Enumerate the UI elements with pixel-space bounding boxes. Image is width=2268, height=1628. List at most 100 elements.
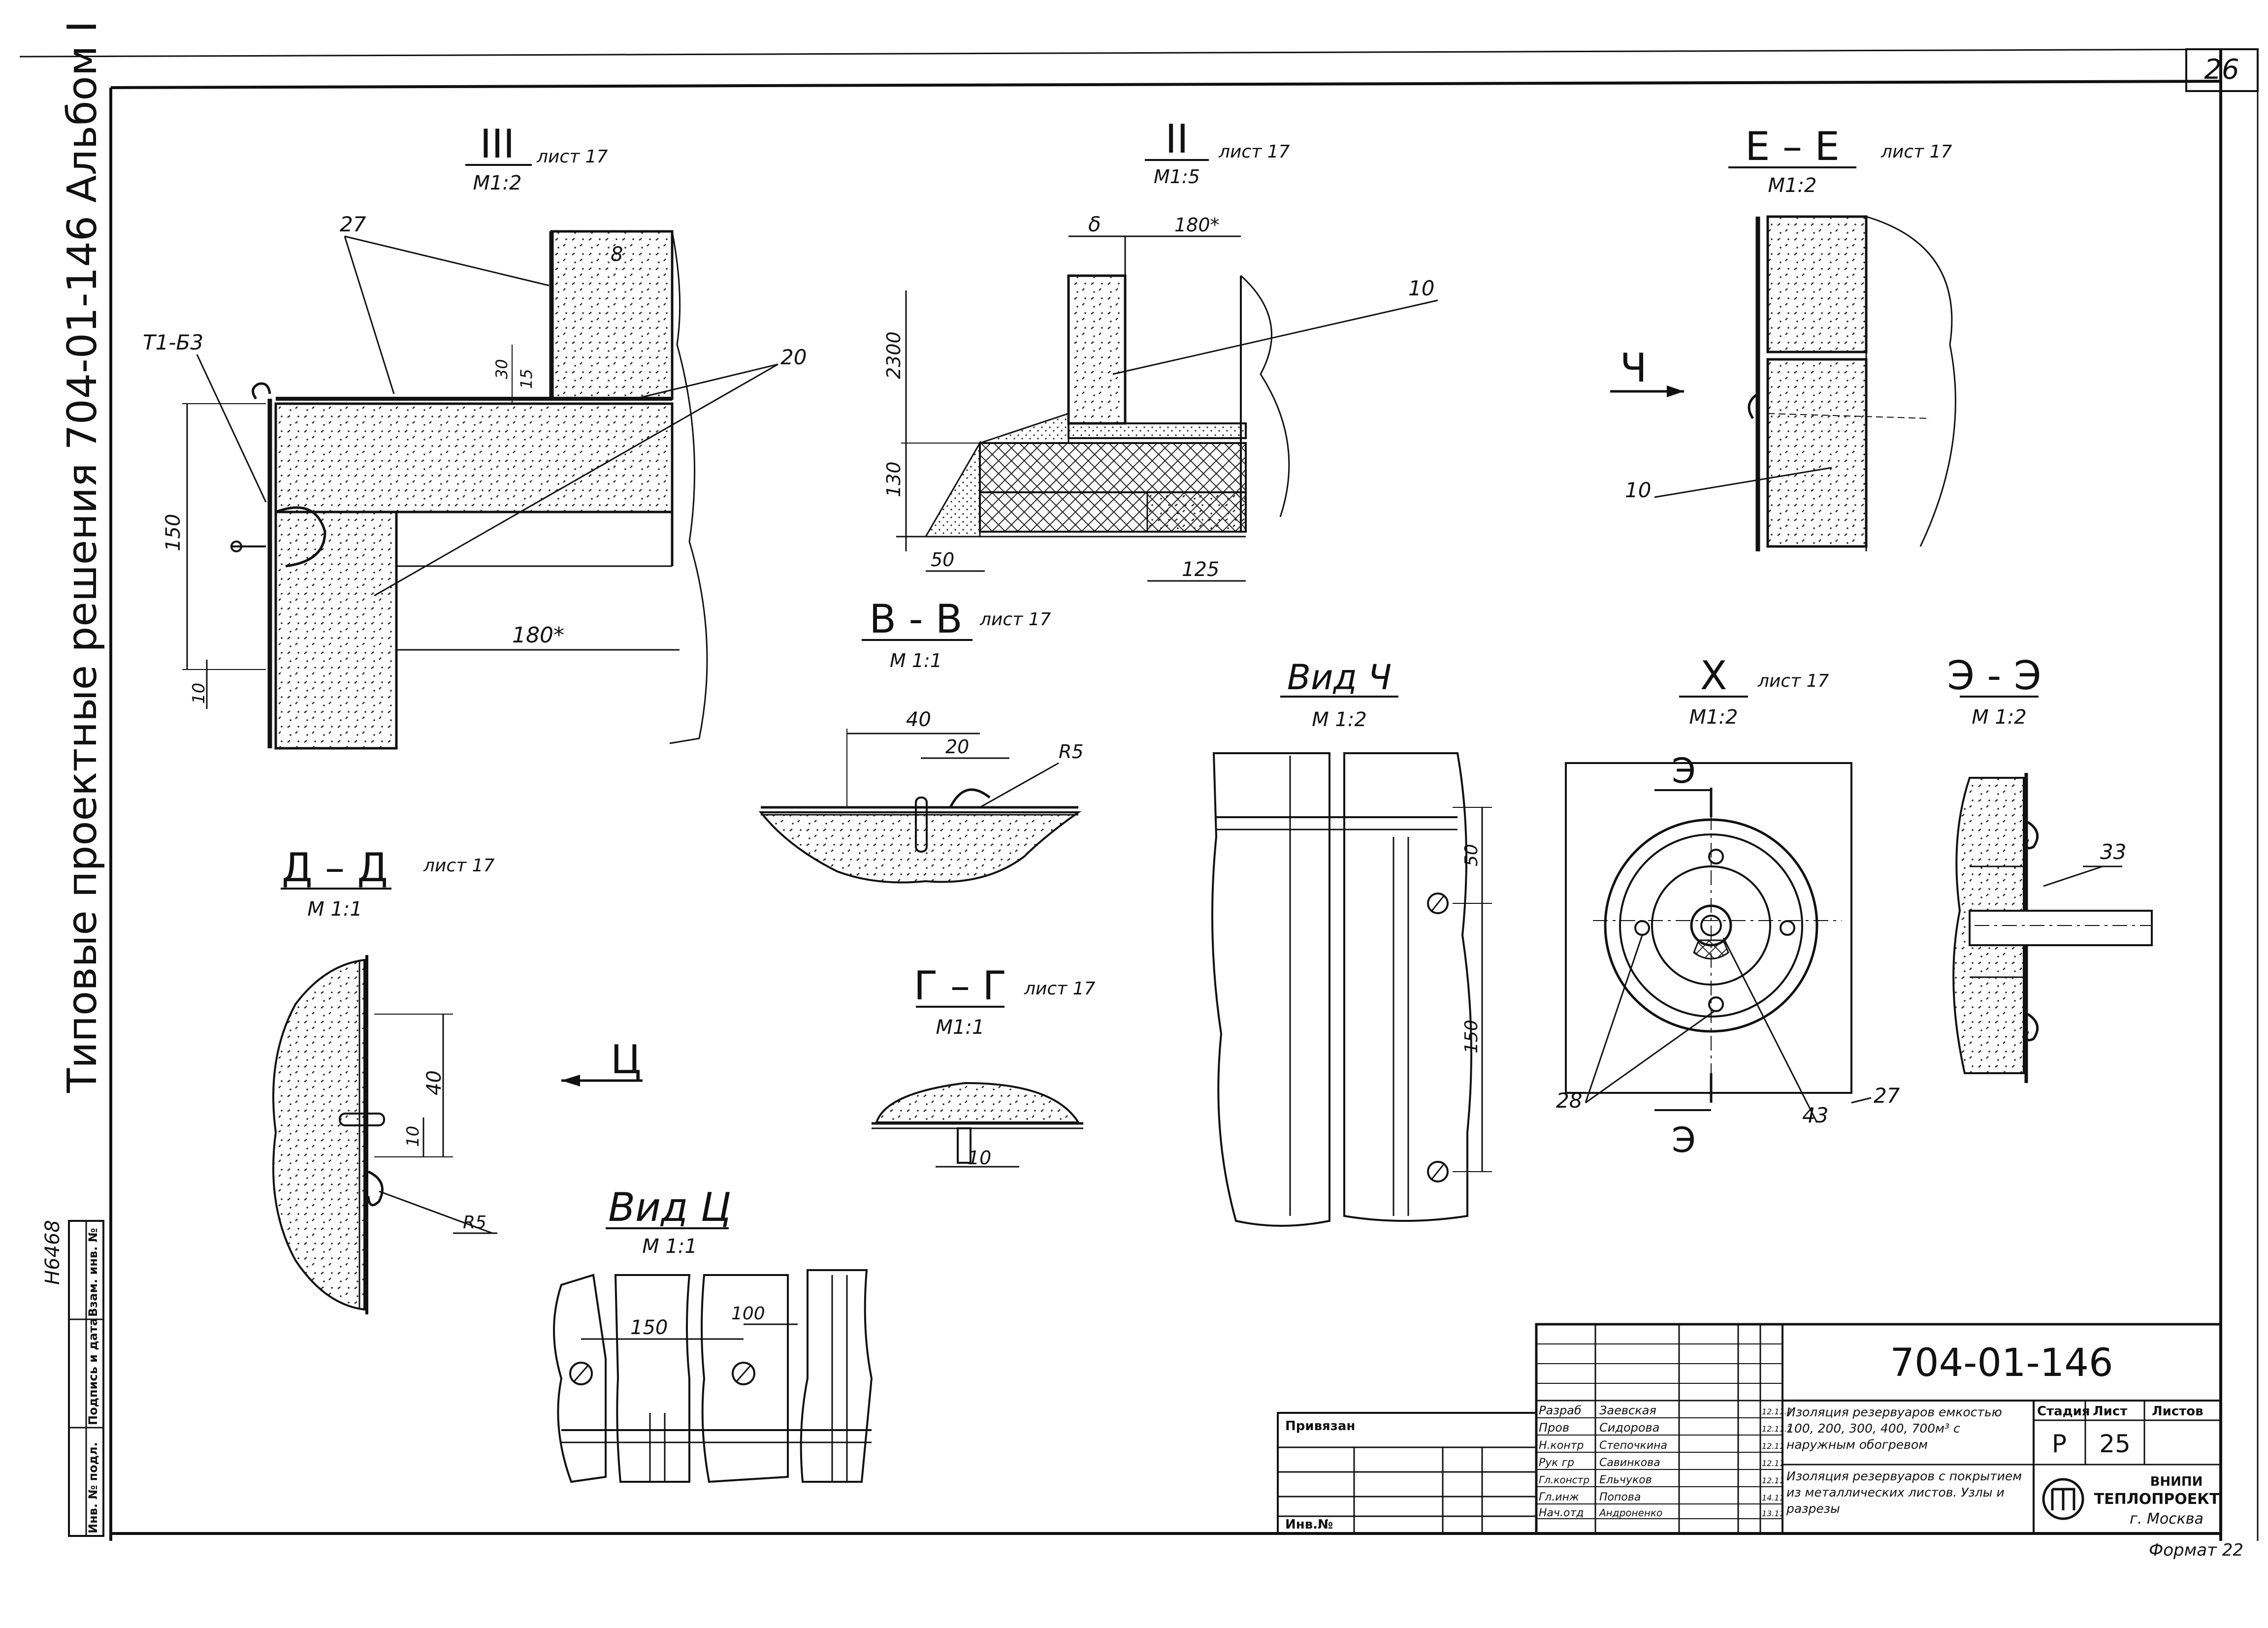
view-dd-scale: М 1:1 xyxy=(307,898,362,921)
view-ii-dim-delta: δ xyxy=(1088,212,1101,236)
view-iii-callout-t1: Т1-Б3 xyxy=(143,330,203,354)
view-ee-arrow-ch: Ч xyxy=(1620,345,1647,391)
tb-name-0: Заевская xyxy=(1599,1404,1656,1417)
view-x: X М1:2 лист 17 Э Э 28 43 27 xyxy=(1556,653,1900,1160)
view-eheh: Э - Э М 1:2 33 xyxy=(1947,653,2153,1083)
view-gg-scale: М1:1 xyxy=(936,1016,985,1039)
side-col-sign: Подпись и дата xyxy=(86,1318,100,1425)
view-iii-scale: М1:2 xyxy=(473,172,522,194)
view-vv-scale: М 1:1 xyxy=(890,650,942,671)
view-ii-dim-125: 125 xyxy=(1182,558,1219,581)
inventory-stamp: Н6468 xyxy=(41,1220,64,1285)
view-vid-ch-dim-150: 150 xyxy=(1461,1020,1482,1053)
tb-role-2: Н.контр xyxy=(1539,1439,1584,1452)
tb-date-4: 12.11 xyxy=(1762,1476,1784,1485)
tb-org-line2: ТЕПЛОПРОЕКТ xyxy=(2094,1491,2220,1508)
view-dd-ref: лист 17 xyxy=(423,856,495,876)
view-x-callout-43: 43 xyxy=(1802,1103,1828,1127)
tb-date-6: 13.11 xyxy=(1762,1509,1784,1518)
tb-stage-label: Стадия xyxy=(2037,1404,2090,1419)
view-ee-callout-10: 10 xyxy=(1625,478,1651,502)
tb-role-1: Пров xyxy=(1539,1421,1569,1435)
view-dd: Д – Д М 1:1 лист 17 40 10 R5 Ц xyxy=(272,845,643,1314)
view-x-label: X xyxy=(1700,653,1727,699)
tb-org-line1: ВНИПИ xyxy=(2150,1474,2203,1489)
view-iii: III М1:2 лист 17 27 xyxy=(143,121,807,750)
tb-inv: Инв.№ xyxy=(1285,1517,1333,1532)
view-vid-ch-scale: М 1:2 xyxy=(1312,708,1367,731)
view-iii-dim-8: 8 xyxy=(611,243,623,266)
view-vv-ref: лист 17 xyxy=(979,609,1051,630)
view-eheh-label: Э - Э xyxy=(1947,653,2041,699)
sheet-number-box: 26 xyxy=(2185,48,2259,92)
view-ee-label: Е – Е xyxy=(1745,124,1840,169)
tb-name-5: Попова xyxy=(1599,1491,1641,1503)
view-vid-ts-dim-150: 150 xyxy=(630,1316,668,1339)
tb-role-5: Гл.инж xyxy=(1539,1491,1579,1503)
view-iii-callout-27: 27 xyxy=(340,212,366,236)
tb-privyazan: Привязан xyxy=(1285,1419,1355,1434)
view-iii-ref: лист 17 xyxy=(536,147,608,167)
view-ii-dim-130: 130 xyxy=(883,461,905,497)
view-vid-ts-label: Вид Ц xyxy=(608,1184,731,1230)
view-ii-callout-10: 10 xyxy=(1408,276,1434,300)
view-gg-dim-10: 10 xyxy=(968,1147,991,1169)
view-vv-label: В - В xyxy=(869,596,963,642)
view-dd-dim-10: 10 xyxy=(403,1126,423,1147)
tb-date-0: 12.11.7 xyxy=(1762,1407,1792,1416)
tb-name-2: Степочкина xyxy=(1599,1439,1667,1452)
tb-name-4: Ельчуков xyxy=(1599,1474,1652,1486)
view-ee: Е – Е М1:2 лист 17 10 Ч xyxy=(1610,124,1956,551)
view-eheh-callout-33: 33 xyxy=(2100,840,2126,864)
tb-name-6: Андроненко xyxy=(1598,1507,1662,1519)
view-gg-ref: лист 17 xyxy=(1024,979,1096,999)
view-ee-scale: М1:2 xyxy=(1768,174,1817,197)
view-dd-label: Д – Д xyxy=(282,845,388,891)
tb-sheets-label: Листов xyxy=(2152,1404,2203,1419)
view-iii-dim-150: 150 xyxy=(162,514,185,551)
tb-role-0: Разраб xyxy=(1539,1404,1582,1417)
view-dd-arrow-ts: Ц xyxy=(611,1037,641,1083)
tb-stage: Р xyxy=(2052,1430,2067,1458)
tb-role-6: Нач.отд xyxy=(1539,1507,1584,1519)
tb-role-3: Рук гр xyxy=(1539,1457,1574,1469)
view-vid-ch: Вид Ч М 1:2 50 150 xyxy=(1211,657,1492,1227)
tb-name-1: Сидорова xyxy=(1599,1421,1659,1435)
view-x-section-top: Э xyxy=(1672,751,1696,791)
view-gg: Г – Г М1:1 лист 17 10 xyxy=(872,963,1096,1169)
view-vv: В - В М 1:1 лист 17 40 20 R5 xyxy=(758,596,1084,884)
view-iii-dim-15: 15 xyxy=(517,369,536,389)
tb-org-line3: г. Москва xyxy=(2130,1510,2203,1528)
view-iii-callout-20: 20 xyxy=(780,345,807,369)
view-gg-label: Г – Г xyxy=(914,963,1006,1009)
view-x-scale: М1:2 xyxy=(1689,706,1738,729)
view-dd-dim-40: 40 xyxy=(423,1070,446,1095)
tb-date-3: 12.11 xyxy=(1762,1459,1784,1468)
view-vv-dim-40: 40 xyxy=(906,708,931,731)
view-eheh-scale: М 1:2 xyxy=(1972,706,2027,729)
view-vv-dim-20: 20 xyxy=(945,736,969,758)
view-ee-ref: лист 17 xyxy=(1880,142,1952,162)
view-ii-label: II xyxy=(1165,116,1188,162)
view-vv-dim-r5: R5 xyxy=(1059,741,1084,763)
view-iii-dim-10: 10 xyxy=(189,683,209,704)
tb-format: Формат 22 xyxy=(2149,1540,2243,1560)
tb-role-4: Гл.констр xyxy=(1539,1474,1589,1486)
side-col-replace: Взам. инв. № xyxy=(86,1228,100,1317)
sheet-number: 26 xyxy=(2204,54,2239,86)
tb-date-2: 12.11 xyxy=(1762,1441,1784,1451)
side-title: Типовые проектные решения 704-01-146 Аль… xyxy=(59,21,106,1093)
view-ii-dim-2300: 2300 xyxy=(883,331,905,379)
tb-sheet-title: Изоляция резервуаров с покрытием из мета… xyxy=(1786,1469,2022,1516)
view-x-ref: лист 17 xyxy=(1757,671,1829,691)
org-logo xyxy=(2042,1478,2084,1520)
view-ii-dim-180: 180* xyxy=(1174,214,1220,236)
view-dd-dim-r5: R5 xyxy=(463,1213,486,1233)
tb-object-title: Изоляция резервуаров емкостью 100, 200, … xyxy=(1786,1405,2002,1452)
view-vid-ts-dim-100: 100 xyxy=(731,1304,765,1324)
title-block: Привязан Инв.№ Разраб Заевская 12.11.7 П… xyxy=(1277,1323,2243,1560)
view-ii-scale: М1:5 xyxy=(1154,166,1200,188)
view-iii-label: III xyxy=(480,121,515,167)
view-vid-ch-dim-50: 50 xyxy=(1461,844,1482,866)
